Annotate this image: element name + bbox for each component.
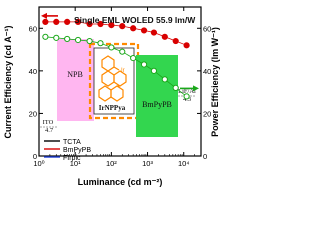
current-efficiency-point xyxy=(161,33,168,40)
y-tick-label: 0 xyxy=(33,152,37,161)
y-tick-label: 60 xyxy=(29,24,37,33)
y2-axis-label: Power Efficiency (lm W⁻¹) xyxy=(210,27,220,137)
chart-title: Single EML WOLED 55.9 lm/W xyxy=(74,15,196,25)
ito-label: ITO xyxy=(43,119,54,126)
current-efficiency-point xyxy=(53,18,60,25)
npb-layer xyxy=(57,39,94,121)
legend-label-firpic: FIrpic xyxy=(63,155,81,162)
current-efficiency-point xyxy=(119,23,126,30)
power-efficiency-point xyxy=(86,37,93,45)
current-efficiency-point xyxy=(172,37,179,45)
y2-tick-label: 40 xyxy=(203,67,211,76)
power-efficiency-point xyxy=(97,40,104,47)
power-efficiency-point xyxy=(130,54,137,62)
power-efficiency-point xyxy=(161,76,168,83)
current-efficiency-point xyxy=(74,18,82,25)
emitter-label: IrNPPya xyxy=(99,104,126,112)
power-efficiency-point xyxy=(108,44,115,51)
legend-label-tcta: TCTA xyxy=(63,139,81,146)
energy-level-inset: Ir NPB IrNPPya BmPyPB ITO 4.7 LiF/Al 4.3 xyxy=(40,39,196,137)
y2-tick-label: 0 xyxy=(203,152,207,161)
current-efficiency-point xyxy=(150,29,158,36)
y-tick-label: 20 xyxy=(29,109,37,118)
power-efficiency-point xyxy=(53,34,60,41)
current-efficiency-point xyxy=(183,42,190,49)
power-efficiency-point xyxy=(140,61,148,68)
power-efficiency-point xyxy=(150,67,158,74)
legend-label-bmpypb: BmPyPB xyxy=(63,147,91,154)
x-tick-label: 10¹ xyxy=(70,159,81,168)
etl-layer xyxy=(136,55,178,137)
power-efficiency-point xyxy=(183,93,190,100)
power-efficiency-point xyxy=(42,33,49,40)
x-tick-label: 10⁴ xyxy=(178,159,190,168)
x-tick-label: 10³ xyxy=(142,159,153,168)
cathode-energy: 4.3 xyxy=(183,96,191,103)
current-efficiency-point xyxy=(86,20,93,28)
y2-tick-label: 60 xyxy=(203,24,211,33)
legend: TCTA BmPyPB FIrpic xyxy=(44,139,91,162)
current-efficiency-point xyxy=(108,21,115,29)
left-axis-arrowhead xyxy=(41,12,47,19)
current-efficiency-point xyxy=(97,20,104,28)
efficiency-chart: Ir NPB IrNPPya BmPyPB ITO 4.7 LiF/Al 4.3… xyxy=(3,6,220,187)
right-axis-arrowhead xyxy=(193,85,199,92)
current-efficiency-point xyxy=(140,27,148,34)
current-efficiency-point xyxy=(64,18,71,25)
x-axis-label: Luminance (cd m⁻²) xyxy=(78,177,163,187)
power-efficiency-point xyxy=(172,84,179,91)
y2-tick-label: 20 xyxy=(203,109,211,118)
iridium-label: Ir xyxy=(121,68,125,74)
plot-frame xyxy=(38,6,202,157)
current-efficiency-point xyxy=(42,18,49,25)
y-axis-label: Current Efficiency (cd A⁻¹) xyxy=(3,26,13,139)
power-efficiency-point xyxy=(119,48,126,55)
x-tick-label: 10⁰ xyxy=(33,159,44,168)
power-efficiency-point xyxy=(74,36,82,44)
cathode-label: LiF/Al xyxy=(178,88,196,95)
ito-energy: 4.7 xyxy=(45,127,54,134)
power-efficiency-point xyxy=(64,35,71,43)
current-efficiency-point xyxy=(130,25,137,32)
etl-label: BmPyPB xyxy=(142,100,172,109)
npb-label: NPB xyxy=(67,70,83,79)
y-tick-label: 40 xyxy=(29,67,37,76)
x-tick-label: 10² xyxy=(106,159,117,168)
molecule-structure-icon xyxy=(98,55,127,102)
